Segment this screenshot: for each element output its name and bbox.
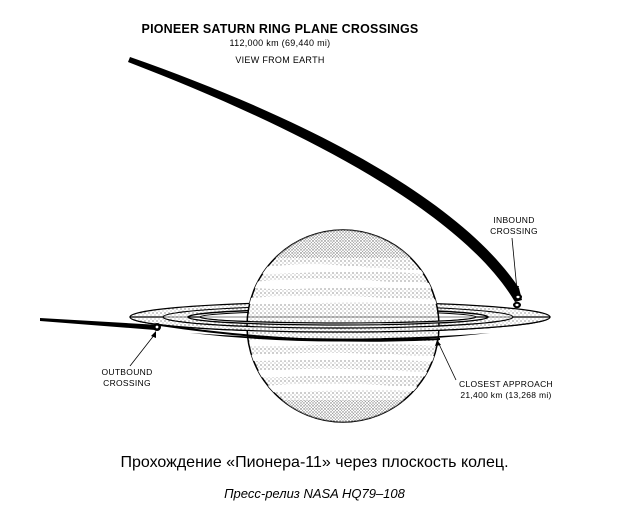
outbound-leader — [129, 333, 156, 367]
inbound-leader — [511, 237, 518, 291]
rings-front — [129, 316, 551, 333]
diagram-title: PIONEER SATURN RING PLANE CROSSINGS — [141, 22, 419, 36]
outbound-trajectory — [40, 318, 160, 330]
distance-label: 112,000 km (69,440 mi) — [229, 38, 331, 48]
outbound-crossing-marker — [153, 323, 161, 331]
outbound-crossing-label: OUTBOUND CROSSING — [101, 367, 153, 388]
closest-leader — [437, 341, 457, 381]
view-label: VIEW FROM EARTH — [235, 55, 325, 65]
figure-caption: Прохождение «Пионера-11» через плоскость… — [120, 454, 509, 471]
figure-credit: Пресс-релиз NASA HQ79–108 — [224, 486, 405, 501]
inbound-crossing-label: INBOUND CROSSING — [490, 215, 538, 236]
inbound-crossing-marker — [513, 293, 522, 309]
closest-approach-label: CLOSEST APPROACH 21,400 km (13,268 mi) — [459, 379, 553, 400]
